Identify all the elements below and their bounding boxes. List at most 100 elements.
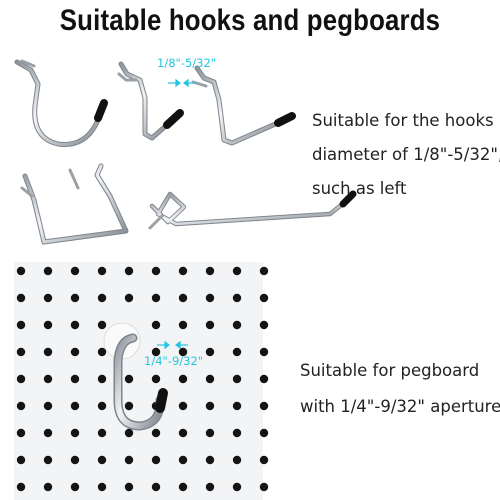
pegboard-hole (43, 401, 53, 411)
pegboard-hole (151, 266, 161, 276)
pegboard-hole (16, 266, 26, 276)
pegboard-hole (205, 374, 215, 384)
pegboard-hole (124, 374, 134, 384)
pegboard-hole (43, 482, 53, 492)
pegboard-hole (151, 455, 161, 465)
pegboard-hole (70, 320, 80, 330)
pegboard-hole (16, 374, 26, 384)
pegboard-hole (97, 320, 107, 330)
pegboard-hole (124, 266, 134, 276)
pegboard-hole (151, 482, 161, 492)
pegboard-hole (232, 266, 242, 276)
pegboard-hole (178, 401, 188, 411)
hooks-description-line: Suitable for the hooks (312, 111, 494, 130)
pegboard-hole (70, 293, 80, 303)
pegboard-hole (151, 293, 161, 303)
pegboard-hole (259, 320, 269, 330)
pegboard-hole (43, 374, 53, 384)
hooks-description: Suitable for the hooks diameter of 1/8"-… (312, 104, 500, 206)
pegboard-hole (151, 428, 161, 438)
pegboard-hole (178, 374, 188, 384)
pegboard-hole (43, 455, 53, 465)
pegboard-hole (97, 401, 107, 411)
pegboard-hole (70, 374, 80, 384)
pegboard-hole (232, 374, 242, 384)
pegboard-hole (97, 347, 107, 357)
pegboard-hole (124, 455, 134, 465)
j-hook-icon (14, 59, 108, 147)
pegboard-hole (259, 455, 269, 465)
pegboard-hole (232, 455, 242, 465)
pegboard-hole (259, 482, 269, 492)
pegboard-hole (151, 374, 161, 384)
pegboard-hole (16, 293, 26, 303)
straight-peg-hook-icon (148, 190, 357, 230)
pegboard-hole (70, 455, 80, 465)
aperture-label: 1/4"-9/32" (144, 354, 204, 368)
pegboard-hole (70, 428, 80, 438)
pegboard-hole (97, 374, 107, 384)
pegboard-hole (43, 266, 53, 276)
pegboard-hole (232, 428, 242, 438)
pegboard-hole (43, 428, 53, 438)
pegboard-hole (178, 266, 188, 276)
pegboard-hole (259, 347, 269, 357)
pegboard-hole (259, 266, 269, 276)
pegboard-hole (259, 374, 269, 384)
pegboard-hole (16, 455, 26, 465)
pegboard-hole (97, 482, 107, 492)
pegboard-hole (232, 293, 242, 303)
curved-hook-icon (117, 61, 184, 141)
pegboard-hole (205, 401, 215, 411)
measurement-arrows-icon (157, 340, 188, 350)
pegboard-hole (124, 428, 134, 438)
pegboard-hole (232, 320, 242, 330)
pegboard-hole (124, 401, 134, 411)
pegboard-hole (178, 482, 188, 492)
pegboard-hole (70, 266, 80, 276)
pegboard-hole (259, 293, 269, 303)
long-curved-hook-icon (191, 65, 296, 146)
pegboard-hole (178, 293, 188, 303)
pegboard-hole (151, 347, 161, 357)
pegboard-hole (16, 482, 26, 492)
pegboard-hole (70, 347, 80, 357)
pegboard-hole (205, 266, 215, 276)
pegboard-hole (205, 320, 215, 330)
pegboard-hole (259, 428, 269, 438)
pegboard-description: Suitable for pegboard with 1/4"-9/32" ap… (300, 353, 500, 425)
pegboard-hole (16, 428, 26, 438)
pegboard-hole (70, 401, 80, 411)
pegboard-hole (178, 455, 188, 465)
pegboard-hole (259, 401, 269, 411)
pegboard-hole (205, 293, 215, 303)
pegboard-hole (205, 482, 215, 492)
pegboard-hole (205, 347, 215, 357)
pegboard-hole (124, 293, 134, 303)
pegboard-hole (232, 347, 242, 357)
measurement-arrows-icon (168, 78, 196, 88)
chrome-hook-icon (113, 333, 168, 431)
pegboard-hole (205, 455, 215, 465)
hooks-description-line: diameter of 1/8"-5/32", (312, 145, 500, 164)
pegboard-image (14, 262, 263, 500)
pegboard-description-line: Suitable for pegboard (300, 361, 480, 380)
pegboard-hole (43, 347, 53, 357)
pegboard-hole (16, 320, 26, 330)
pegboard-hole (124, 482, 134, 492)
pegboard-hole (205, 428, 215, 438)
pegboard-hole (97, 428, 107, 438)
pegboard-hole (43, 320, 53, 330)
hook-diameter-label: 1/8"-5/32" (157, 56, 217, 70)
pegboard-hole (70, 482, 80, 492)
pegboard-hole (97, 293, 107, 303)
pegboard-hole (43, 293, 53, 303)
pegboard-hole (151, 320, 161, 330)
pegboard-hole (16, 401, 26, 411)
pegboard-hole (97, 266, 107, 276)
pegboard-hole (97, 455, 107, 465)
pegboard-hole (232, 401, 242, 411)
pegboard-hole (178, 428, 188, 438)
page-title: Suitable hooks and pegboards (59, 4, 441, 37)
